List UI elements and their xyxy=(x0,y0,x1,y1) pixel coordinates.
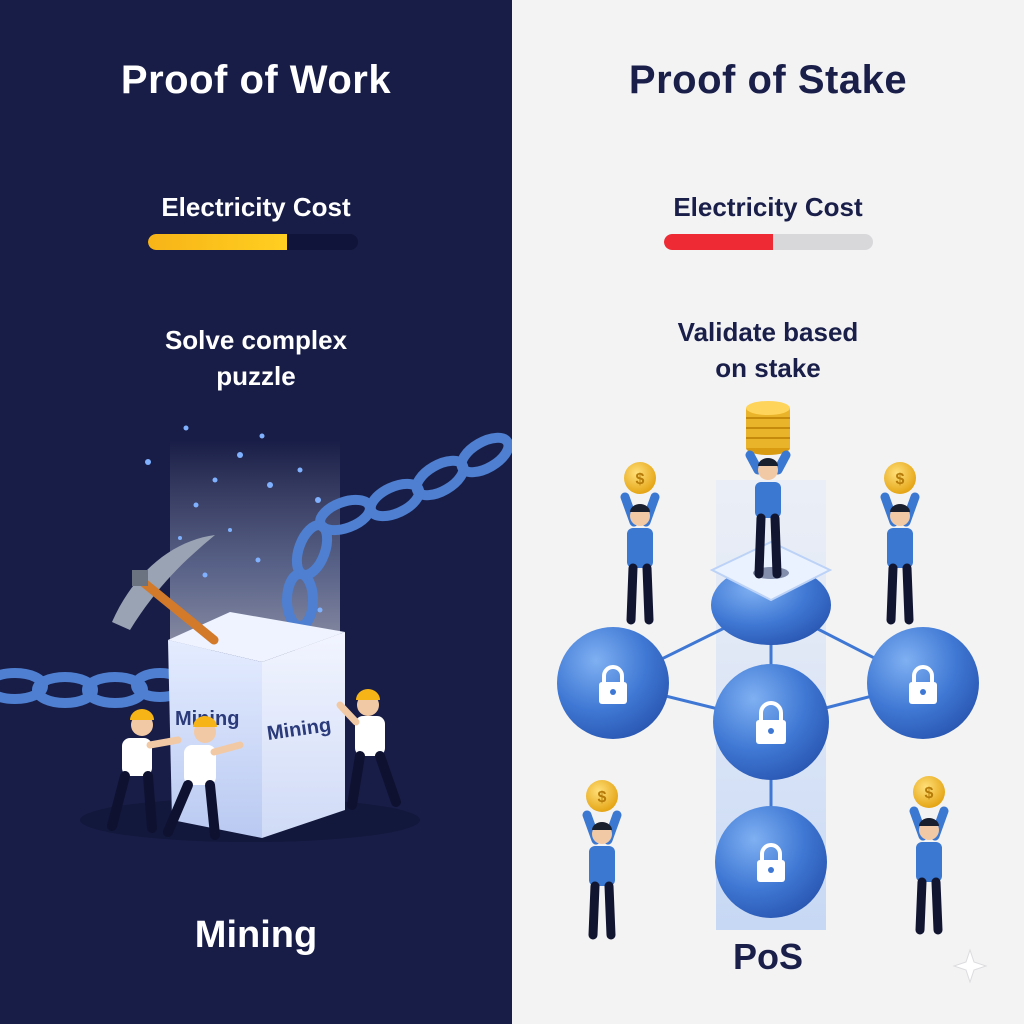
svg-text:$: $ xyxy=(925,785,934,802)
proof-of-work-panel: Proof of Work Electricity Cost Solve com… xyxy=(0,0,512,1024)
svg-text:$: $ xyxy=(598,789,607,806)
pow-footer-label: Mining xyxy=(194,914,318,956)
pow-electricity-cost-fill xyxy=(148,234,287,250)
pos-electricity-cost-bar xyxy=(664,234,873,250)
pos-title: Proof of Stake xyxy=(628,58,908,102)
pos-footer-label: PoS xyxy=(732,936,803,977)
pos-description-line-1: Validate based xyxy=(677,317,859,347)
pow-electricity-cost-bar xyxy=(148,234,358,250)
worker-icon xyxy=(107,689,401,840)
svg-text:$: $ xyxy=(896,471,905,488)
coin-stack xyxy=(746,401,790,455)
proof-of-stake-panel: Proof of Stake Electricity Cost Validate… xyxy=(512,0,1024,1024)
staking-network-illustration: $ $ $ $ xyxy=(557,401,988,984)
validator-icon: $ $ $ $ xyxy=(582,450,949,940)
pos-description: Validate based on stake xyxy=(512,314,1024,386)
pos-description-line-2: on stake xyxy=(715,353,821,383)
pow-description-line-2: puzzle xyxy=(216,361,296,391)
pow-electricity-cost-label: Electricity Cost xyxy=(161,192,351,222)
svg-text:$: $ xyxy=(636,471,645,488)
mining-illustration: Mining Mining xyxy=(0,425,512,842)
pickaxe-icon xyxy=(112,535,219,645)
lock-icon xyxy=(599,665,937,882)
pow-title: Proof of Work xyxy=(120,58,392,102)
pos-electricity-cost-label: Electricity Cost xyxy=(673,192,863,222)
sparkle-icon xyxy=(952,948,988,984)
pow-description-line-1: Solve complex xyxy=(164,325,348,355)
pos-electricity-cost-fill xyxy=(664,234,773,250)
pow-description: Solve complex puzzle xyxy=(0,322,512,394)
